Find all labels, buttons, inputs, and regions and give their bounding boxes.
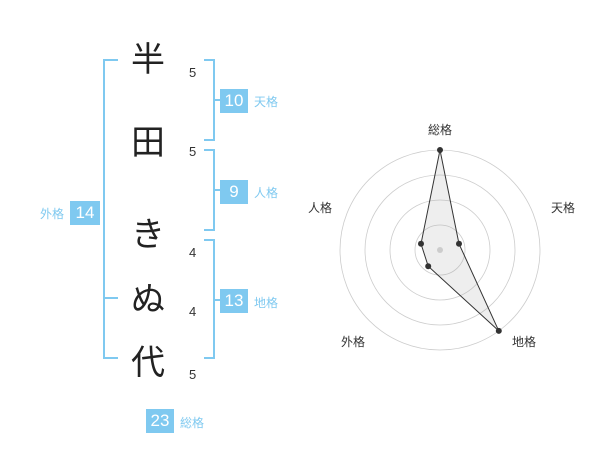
radar-point-2 xyxy=(495,327,502,334)
gaikaku-label: 外格 xyxy=(40,207,65,221)
tenkaku-label: 天格 xyxy=(254,95,279,109)
stroke-count-5: 5 xyxy=(189,367,197,382)
stroke-count-4: 4 xyxy=(189,304,197,319)
gaikaku-bracket xyxy=(103,59,118,359)
name-char-3: き xyxy=(131,215,165,255)
chikaku-label: 地格 xyxy=(254,296,279,310)
radar-ring-3 xyxy=(364,174,516,326)
radar-axis-label-soukaku: 総格 xyxy=(428,123,453,137)
tenkaku-value: 10 xyxy=(220,89,248,113)
radar-series-polygon xyxy=(420,149,500,332)
radar-ring-1 xyxy=(414,224,466,276)
stroke-count-2: 5 xyxy=(189,144,197,159)
radar-axis-label-chikaku: 地格 xyxy=(512,335,537,349)
radar-point-0 xyxy=(437,147,443,153)
name-char-2: 田 xyxy=(131,123,165,163)
soukaku-label: 総格 xyxy=(180,416,205,430)
name-char-4: ぬ xyxy=(131,280,165,320)
radar-point-3 xyxy=(425,263,432,270)
radar-center-dot xyxy=(437,247,443,253)
radar-axis-label-tenkaku: 天格 xyxy=(551,201,576,215)
radar-ring-2 xyxy=(389,199,491,301)
name-char-1: 半 xyxy=(131,40,165,80)
chikaku-value: 13 xyxy=(220,289,248,313)
stroke-count-3: 4 xyxy=(189,245,197,260)
radar-axis-label-jinkaku: 人格 xyxy=(308,201,333,215)
name-char-5: 代 xyxy=(131,343,165,383)
radar-axis-label-gaikaku: 外格 xyxy=(341,335,366,349)
jinkaku-value: 9 xyxy=(220,180,248,204)
radar-point-1 xyxy=(456,240,462,247)
stroke-count-1: 5 xyxy=(189,65,197,80)
radar-point-4 xyxy=(418,240,424,247)
soukaku-value: 23 xyxy=(146,409,174,433)
jinkaku-label: 人格 xyxy=(254,186,279,200)
gaikaku-value: 14 xyxy=(70,201,100,225)
